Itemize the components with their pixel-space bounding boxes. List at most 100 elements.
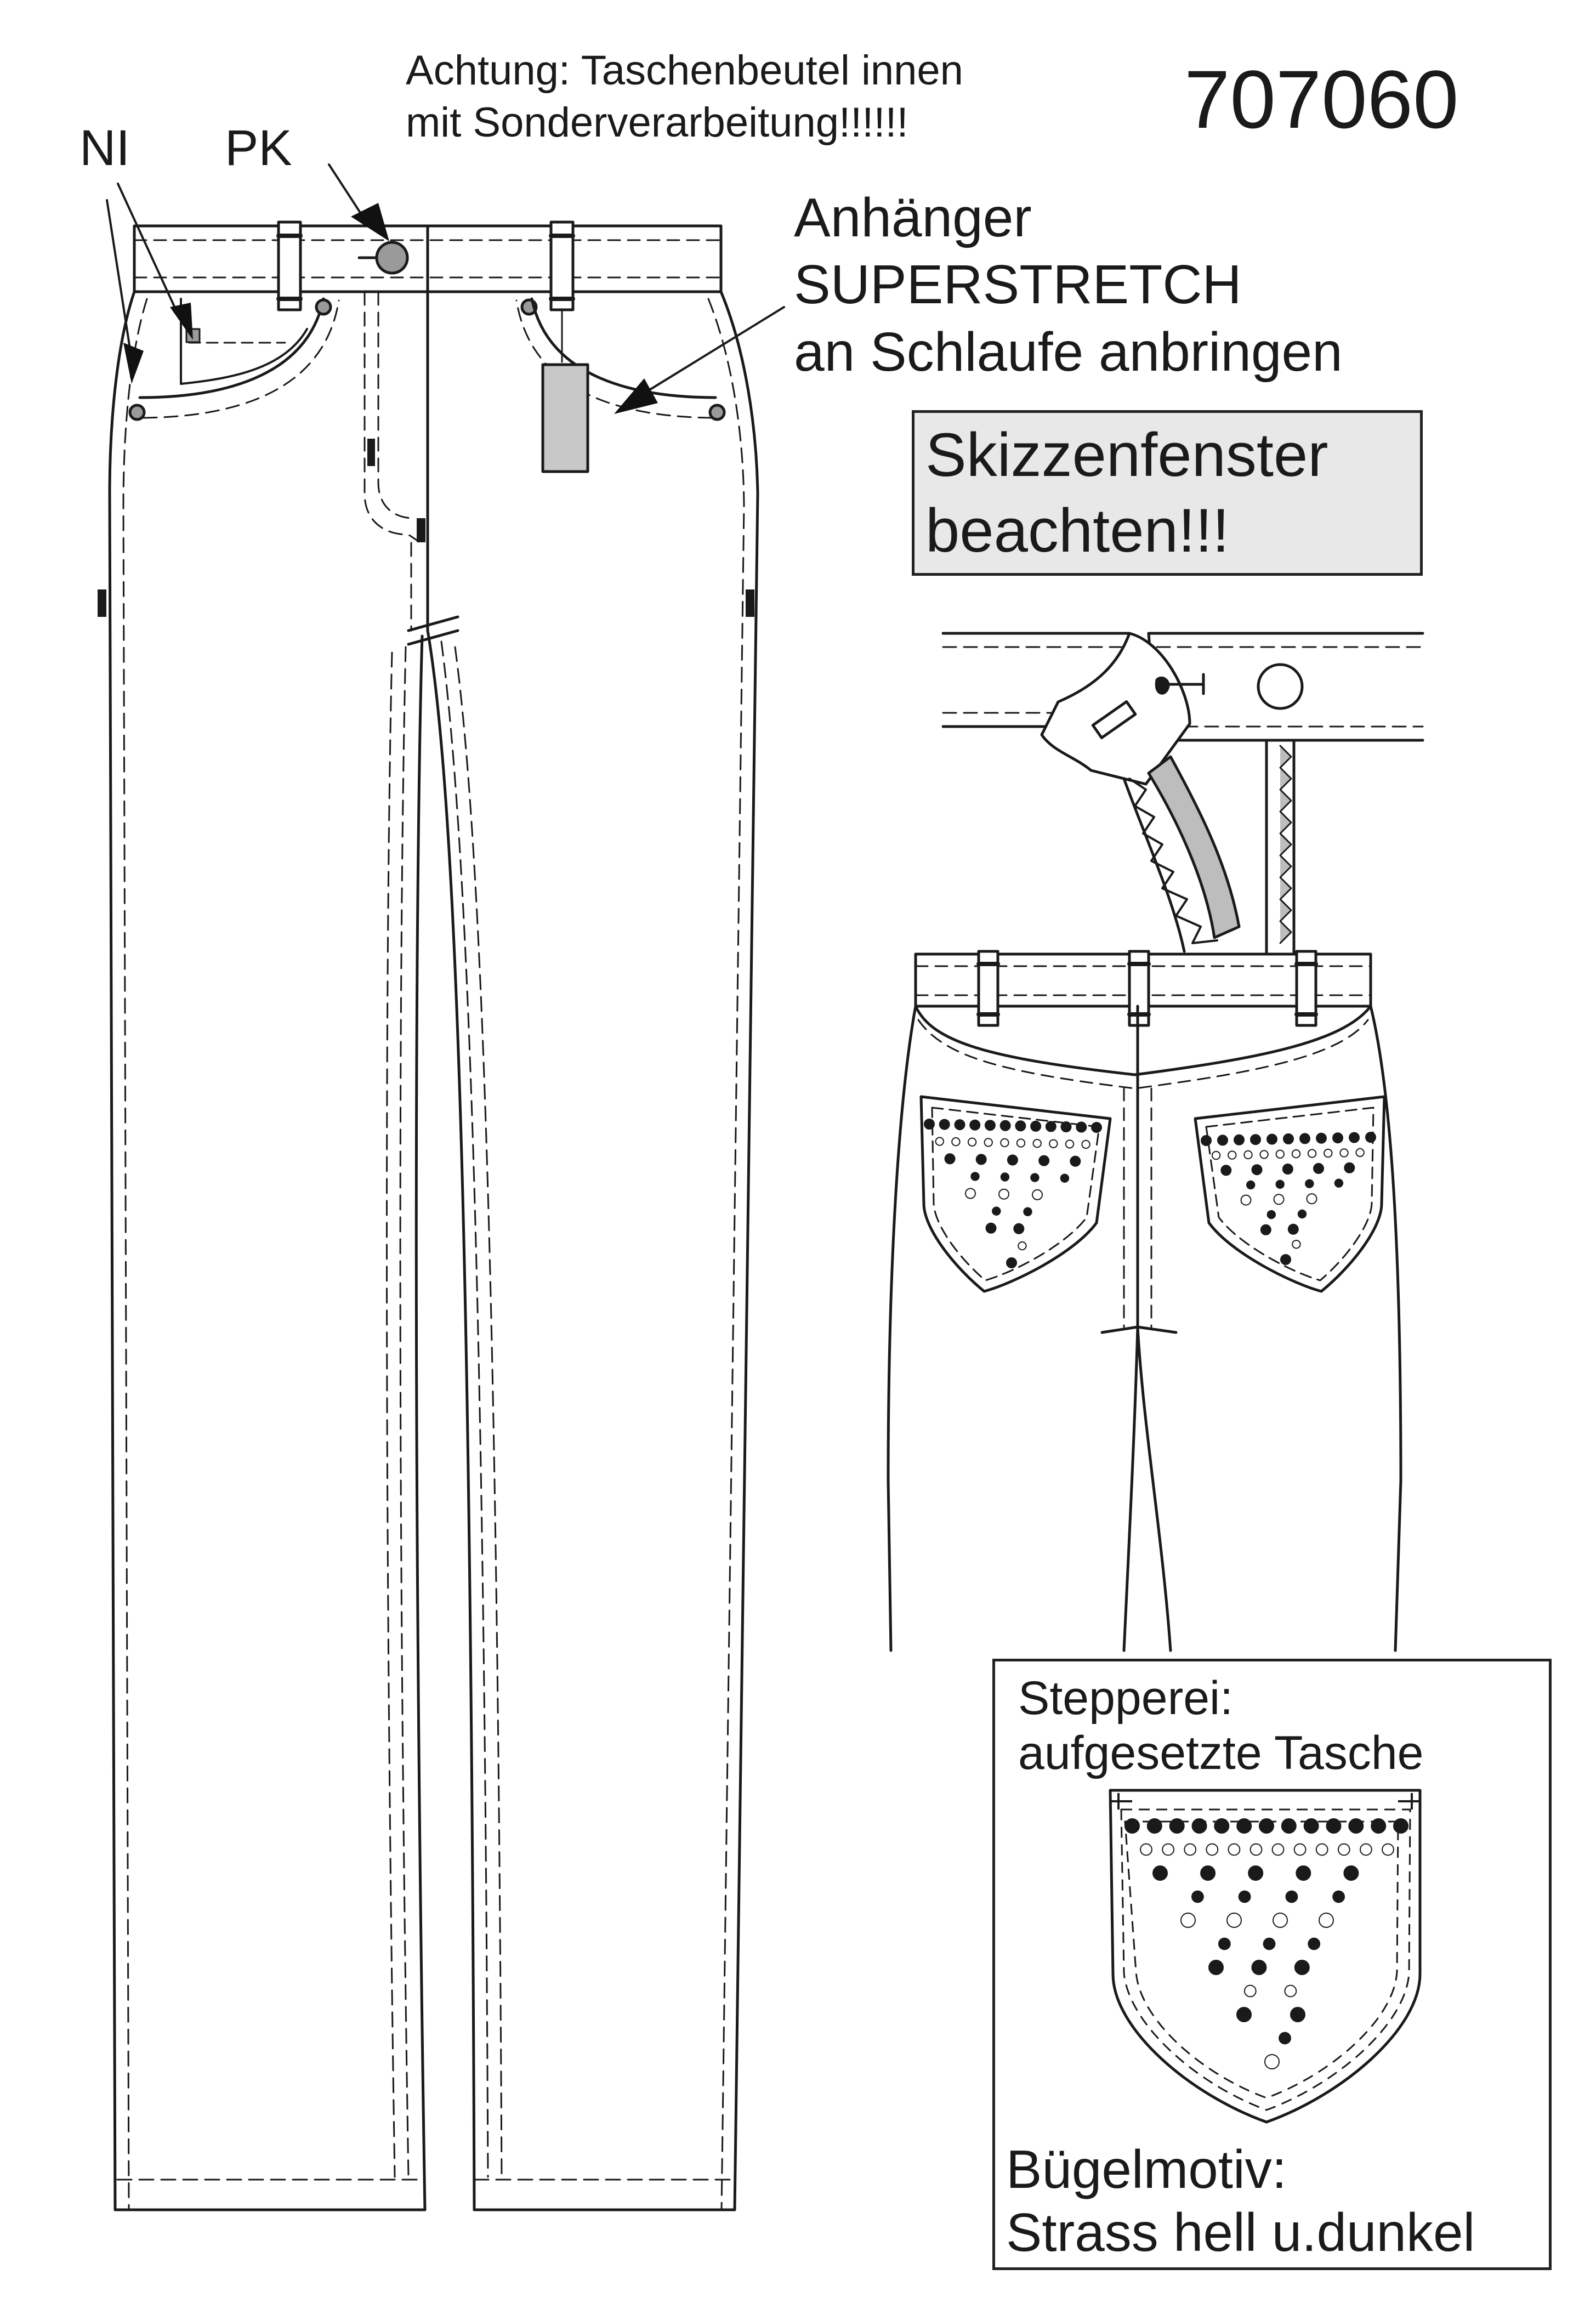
rhinestone-dot — [1032, 1139, 1042, 1148]
rhinestone-dot — [1248, 1865, 1264, 1881]
rhinestone-dot — [1315, 1843, 1328, 1856]
superstretch-hang-tag — [541, 363, 589, 473]
rhinestone-dot — [1365, 1132, 1376, 1143]
rhinestone-dot — [1060, 1173, 1070, 1183]
rhinestone-dot — [1290, 2007, 1305, 2022]
rhinestone-dot — [1266, 1210, 1276, 1219]
rhinestone-dot — [1184, 1843, 1197, 1856]
sketch-note-line-2: beachten!!! — [925, 496, 1230, 565]
rhinestone-dot — [1279, 2032, 1291, 2045]
label-ni: NI — [79, 120, 130, 176]
front-left-inseam — [414, 634, 427, 2211]
rhinestone-dot — [1226, 1913, 1242, 1928]
tag-label-line-1: Anhänger — [794, 187, 1032, 248]
rhinestone-dot — [1218, 1937, 1231, 1950]
rhinestone-dot — [967, 1137, 977, 1147]
rhinestone-dot — [999, 1120, 1011, 1131]
pocket-detail-box: Stepperei: aufgesetzte Tasche Bügelmotiv… — [992, 1659, 1552, 2270]
rhinestone-dot — [1264, 2054, 1280, 2069]
rhinestone-dot — [1339, 1148, 1349, 1158]
back-view-jeans — [887, 950, 1402, 1652]
rhinestone-dot — [1284, 1984, 1297, 1998]
rhinestone-dot — [1285, 1890, 1298, 1903]
rhinestone-dot — [1263, 1937, 1276, 1950]
rhinestone-dot — [1316, 1132, 1327, 1144]
rhinestone-dot — [1251, 1164, 1263, 1176]
back-pocket-right — [1194, 1095, 1386, 1293]
rhinestone-dot — [1076, 1121, 1087, 1133]
rhinestone-dot — [1191, 1890, 1204, 1903]
rhinestone-dot — [1030, 1173, 1040, 1182]
rhinestone-dot — [939, 1119, 950, 1130]
rhinestone-dot — [1238, 1890, 1251, 1903]
rhinestone-dot — [1023, 1207, 1032, 1217]
rhinestone-dot — [1313, 1162, 1324, 1174]
rhinestone-dot — [1236, 2007, 1252, 2022]
rhinestone-dot — [1305, 1179, 1314, 1188]
rhinestone-dot — [965, 1188, 976, 1199]
rhinestone-dot — [1246, 1180, 1256, 1190]
rhinestone-dot — [984, 1120, 996, 1131]
rhinestone-dot — [1030, 1120, 1042, 1132]
rhinestone-dot — [1249, 1843, 1263, 1856]
rhinestone-dot — [1234, 1134, 1245, 1145]
rhinestone-dot — [1260, 1224, 1271, 1235]
front-right-pocket — [530, 297, 717, 399]
back-pocket-left — [919, 1095, 1112, 1293]
front-left-pocket — [138, 297, 325, 399]
rhinestone-dot — [1060, 1121, 1072, 1132]
rhinestone-dot — [1000, 1138, 1009, 1148]
warning-line-1: Achtung: Taschenbeutel innen — [406, 47, 963, 94]
rhinestone-dot — [1332, 1890, 1345, 1903]
rhinestone-dot — [969, 1119, 981, 1131]
rhinestone-dot — [1016, 1138, 1026, 1148]
detail-title-line-1: Stepperei: — [1018, 1672, 1234, 1725]
rhinestone-dot — [1038, 1155, 1050, 1166]
rhinestone-dot — [1382, 1843, 1394, 1856]
front-right-inseam — [426, 629, 476, 2211]
rhinestone-dot — [1273, 1913, 1288, 1928]
rhinestone-dot — [1250, 1134, 1261, 1145]
front-coin-pocket — [180, 298, 308, 385]
label-pk: PK — [225, 120, 292, 176]
rhinestone-dot — [1291, 1149, 1301, 1159]
rhinestone-dot — [1180, 1913, 1196, 1928]
rhinestone-dot — [1271, 1843, 1285, 1856]
front-left-outseam — [108, 290, 136, 2211]
rhinestone-dot — [1332, 1132, 1343, 1144]
rhinestone-dot — [1045, 1121, 1057, 1132]
rhinestone-dot — [954, 1119, 965, 1131]
tag-label-line-2: SUPERSTRETCH — [794, 254, 1242, 315]
rhinestone-dot — [935, 1137, 945, 1146]
rhinestone-dot — [1306, 1193, 1317, 1205]
rhinestone-dot — [984, 1138, 993, 1147]
rhinestone-dot — [1355, 1148, 1365, 1158]
rhinestone-dot — [1273, 1194, 1285, 1205]
rhinestone-dot — [1240, 1194, 1252, 1206]
rhinestone-dot — [1000, 1172, 1010, 1182]
rhinestone-dot — [1294, 1960, 1310, 1975]
rhinestone-dot — [1140, 1843, 1152, 1856]
rhinestone-dot — [1292, 1240, 1301, 1249]
rhinestone-dot — [1283, 1133, 1294, 1144]
rhinestone-dot — [1228, 1843, 1241, 1856]
rhinestone-dot — [1324, 1148, 1333, 1158]
rhinestone-dot — [1006, 1257, 1017, 1268]
rhinestone-dot — [1211, 1150, 1221, 1160]
rhinestone-dot — [1275, 1149, 1285, 1159]
rhinestone-dot — [1266, 1133, 1277, 1145]
rhinestone-dot — [1243, 1150, 1253, 1160]
rhinestone-dot — [1297, 1209, 1307, 1219]
rhinestone-dot — [1162, 1843, 1175, 1856]
rhinestone-dot — [924, 1119, 935, 1130]
rhinestone-dot — [1259, 1150, 1269, 1159]
tag-label-line-3: an Schlaufe anbringen — [794, 321, 1343, 383]
rhinestone-dot — [1228, 1150, 1237, 1160]
rhinestone-dot — [1299, 1133, 1310, 1144]
rhinestone-dot — [1319, 1913, 1334, 1928]
rhinestone-dot — [998, 1188, 1009, 1200]
rhinestone-dot — [1308, 1937, 1321, 1950]
rhinestone-dot — [1243, 1984, 1257, 1998]
rhinestone-dot — [1015, 1120, 1026, 1132]
detail-motif-line-1: Bügelmotiv: — [1006, 2139, 1287, 2199]
